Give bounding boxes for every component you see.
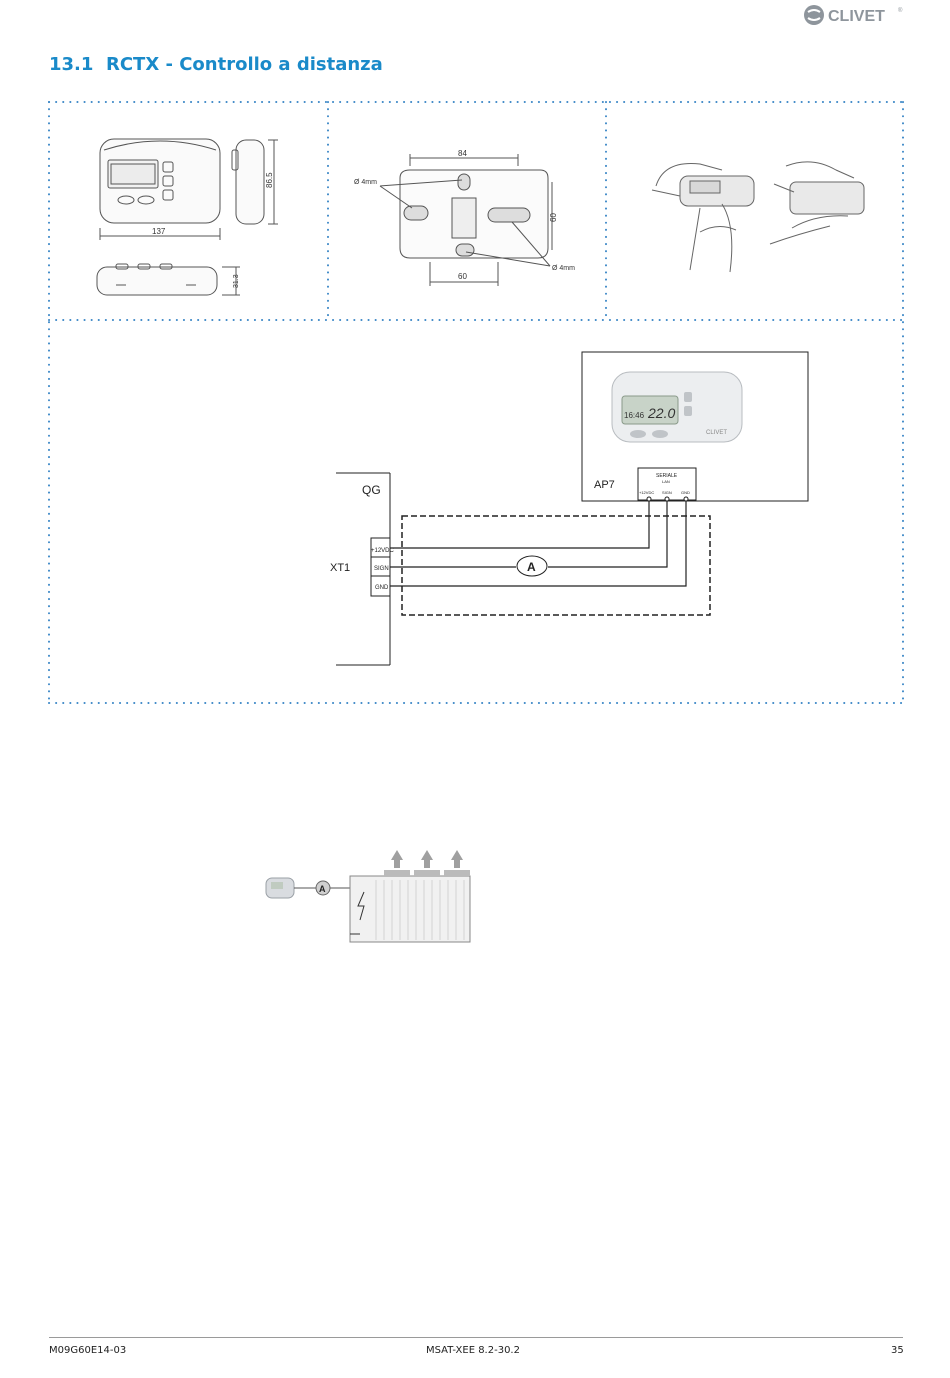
terminal-12vdc: +12VDC	[371, 548, 395, 554]
footer-doc-code: M09G60E14-03	[49, 1345, 126, 1356]
dim-depth-label: 31.3	[233, 274, 240, 288]
display-time: 16:46	[624, 411, 645, 420]
port-pin-sign: SIGN	[662, 490, 672, 495]
installation-sketch	[652, 162, 864, 272]
device-dimension-drawing	[97, 139, 278, 295]
terminal-gnd: GND	[375, 585, 389, 591]
ap7-label: AP7	[594, 479, 615, 491]
footer-model: MSAT-XEE 8.2-30.2	[426, 1345, 520, 1356]
shielded-cable-outline	[402, 516, 710, 615]
port-pin-12vdc: +12VDC	[639, 490, 654, 495]
dim-height-label: 86.5	[265, 172, 274, 188]
thermostat-photo: 16:46 22.0 CLIVET	[612, 372, 742, 442]
figure-area: 137 86.5 31.3 84 60 60 Ø 4mm Ø 4mm	[0, 0, 950, 720]
terminal-sign: SIGN	[374, 566, 389, 572]
mounting-plate-drawing	[380, 154, 552, 286]
footer-page-number: 35	[891, 1345, 904, 1356]
terminal-block-label: XT1	[330, 562, 350, 574]
cable-a-label: A	[527, 560, 536, 574]
overview-sketch: A	[260, 846, 480, 946]
wiring-diagram: 16:46 22.0 CLIVET AP7 SERIALE LAN +12VDC…	[330, 352, 808, 665]
port-subtitle: LAN	[662, 479, 670, 484]
overview-cable-label: A	[319, 884, 326, 894]
footer-rule	[49, 1337, 903, 1338]
display-temp: 22.0	[647, 405, 675, 421]
hole-spacing-bottom: 60	[458, 272, 467, 281]
hole-diameter-label-1: Ø 4mm	[354, 179, 377, 186]
dim-width-label: 137	[152, 227, 166, 236]
device-brand: CLIVET	[706, 430, 727, 436]
panel-label-qg: QG	[362, 483, 381, 497]
hole-diameter-label-2: Ø 4mm	[552, 265, 575, 272]
port-pin-gnd: GND	[681, 490, 690, 495]
hole-spacing-top: 84	[458, 149, 467, 158]
hole-spacing-side: 60	[549, 213, 558, 222]
